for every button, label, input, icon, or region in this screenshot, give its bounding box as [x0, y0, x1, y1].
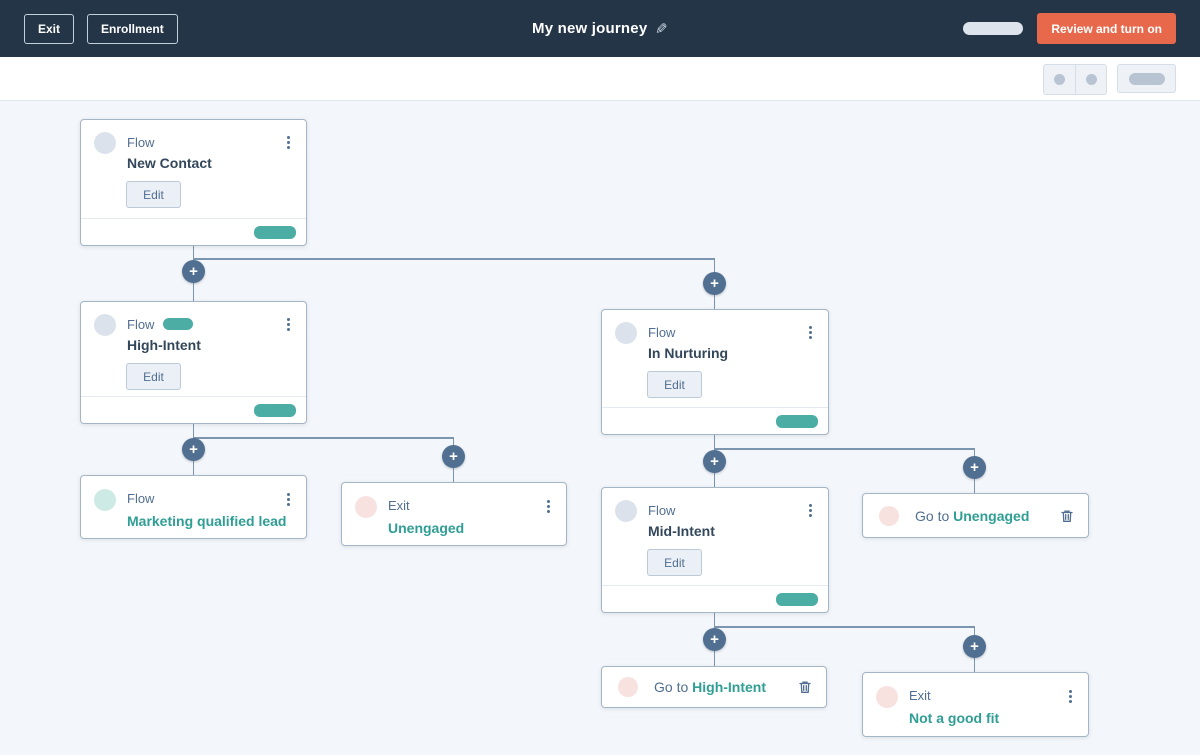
node-go-to-unengaged[interactable]: Go to Unengaged [862, 493, 1089, 538]
trash-icon[interactable] [1058, 507, 1076, 525]
exit-icon [355, 496, 377, 518]
goto-icon [618, 677, 638, 697]
node-go-to-high-intent[interactable]: Go to High-Intent [601, 666, 827, 708]
circle-icon [1054, 74, 1065, 85]
add-step-button[interactable]: + [963, 456, 986, 479]
metric-pill [776, 593, 818, 606]
add-step-button[interactable]: + [703, 628, 726, 651]
canvas-toolbar [0, 57, 1200, 101]
pencil-icon[interactable]: ✎ [655, 20, 668, 38]
flow-icon [94, 132, 116, 154]
node-title: New Contact [127, 155, 212, 171]
node-title: High-Intent [127, 337, 201, 353]
node-title: Not a good fit [909, 710, 1000, 726]
node-exit-unengaged[interactable]: Exit Unengaged [341, 482, 567, 546]
node-type-label: Flow [127, 491, 155, 506]
node-in-nurturing[interactable]: Flow In Nurturing Edit [601, 309, 829, 435]
node-footer [81, 218, 306, 245]
node-type-label: Flow [648, 325, 676, 340]
edit-button[interactable]: Edit [126, 181, 181, 208]
trash-icon[interactable] [796, 678, 814, 696]
goto-label: Go to High-Intent [654, 679, 766, 695]
flow-icon [615, 322, 637, 344]
toolbar-action-button[interactable] [1117, 64, 1176, 93]
kebab-menu-icon[interactable] [801, 501, 819, 519]
kebab-menu-icon[interactable] [1061, 687, 1079, 705]
add-step-button[interactable]: + [963, 635, 986, 658]
exit-button[interactable]: Exit [24, 13, 75, 44]
circle-icon [1085, 74, 1097, 85]
flow-icon [94, 314, 116, 336]
node-high-intent[interactable]: Flow High-Intent Edit [80, 301, 307, 424]
goto-target-link[interactable]: High-Intent [692, 679, 767, 695]
metric-pill [254, 404, 296, 417]
node-mid-intent[interactable]: Flow Mid-Intent Edit [601, 487, 829, 613]
node-marketing-qualified-lead[interactable]: Flow Marketing qualified lead [80, 475, 307, 539]
connector-line [713, 448, 975, 450]
metric-pill [776, 415, 818, 428]
goto-icon [879, 505, 899, 526]
kebab-menu-icon[interactable] [279, 133, 297, 151]
edit-button[interactable]: Edit [126, 363, 181, 390]
goto-label: Go to Unengaged [915, 508, 1029, 524]
node-title: In Nurturing [648, 345, 729, 361]
kebab-menu-icon[interactable] [279, 490, 297, 508]
edit-button[interactable]: Edit [647, 371, 702, 398]
node-title: Mid-Intent [648, 523, 715, 539]
node-footer [81, 396, 306, 423]
edit-button[interactable]: Edit [647, 549, 702, 576]
node-type-label: Exit [909, 688, 931, 703]
journey-title: My new journey [532, 20, 648, 37]
goto-target-link[interactable]: Unengaged [953, 507, 1030, 524]
flow-icon [94, 489, 116, 511]
connector-line [713, 626, 975, 628]
review-and-turn-on-button[interactable]: Review and turn on [1037, 13, 1176, 44]
label-placeholder [1128, 72, 1165, 85]
kebab-menu-icon[interactable] [539, 497, 557, 515]
goto-prefix: Go to [654, 679, 689, 695]
goto-prefix: Go to [915, 507, 950, 524]
kebab-menu-icon[interactable] [801, 323, 819, 341]
zoom-in-button[interactable] [1075, 65, 1106, 94]
zoom-control-group [1043, 64, 1107, 95]
metric-pill [254, 226, 296, 239]
add-step-button[interactable]: + [703, 272, 726, 295]
add-step-button[interactable]: + [182, 438, 205, 461]
node-footer [602, 585, 828, 612]
node-type-label: Flow [127, 317, 155, 332]
connector-line [192, 258, 715, 260]
node-type-label: Exit [388, 498, 410, 513]
node-footer [602, 407, 828, 434]
navbar-right: Review and turn on [963, 0, 1176, 57]
node-title: Unengaged [388, 520, 465, 536]
status-badge [163, 318, 193, 330]
top-navbar: Exit Enrollment My new journey ✎ Review … [0, 0, 1200, 57]
save-status-placeholder [963, 22, 1024, 35]
flow-icon [615, 500, 637, 522]
add-step-button[interactable]: + [703, 450, 726, 473]
node-type-label: Flow [648, 503, 676, 518]
node-exit-not-a-good-fit[interactable]: Exit Not a good fit [862, 672, 1089, 737]
kebab-menu-icon[interactable] [279, 315, 297, 333]
enrollment-button[interactable]: Enrollment [87, 13, 178, 44]
connector-line [192, 437, 454, 439]
node-type-label: Flow [127, 135, 155, 150]
add-step-button[interactable]: + [182, 260, 205, 283]
node-new-contact[interactable]: Flow New Contact Edit [80, 119, 307, 246]
zoom-out-button[interactable] [1044, 65, 1075, 94]
node-title: Marketing qualified lead [127, 513, 287, 529]
add-step-button[interactable]: + [442, 445, 465, 468]
exit-icon [876, 686, 898, 708]
